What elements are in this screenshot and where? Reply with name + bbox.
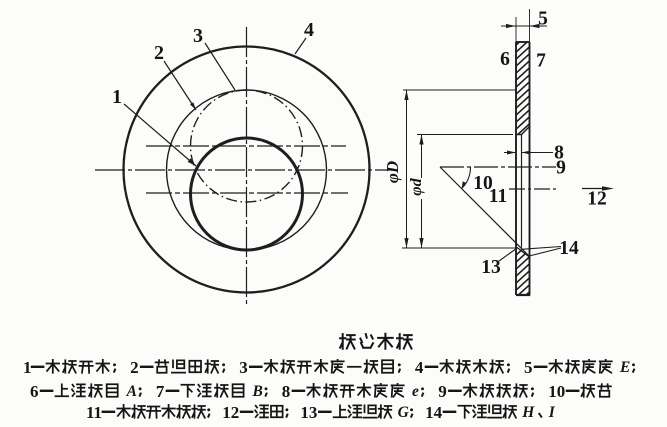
svg-text:13: 13 <box>481 257 501 278</box>
svg-text:A: A <box>126 383 137 400</box>
svg-text:2: 2 <box>130 358 139 377</box>
svg-text:10: 10 <box>473 173 493 194</box>
svg-text:8: 8 <box>554 143 564 164</box>
svg-text:G: G <box>398 404 410 421</box>
svg-text:6: 6 <box>30 382 39 401</box>
svg-text:1: 1 <box>112 86 122 108</box>
svg-text:12: 12 <box>222 403 239 422</box>
svg-text:10: 10 <box>548 382 565 401</box>
svg-text:13: 13 <box>300 403 317 422</box>
svg-text:14: 14 <box>559 238 579 259</box>
svg-text:3: 3 <box>239 358 248 377</box>
svg-text:5: 5 <box>524 358 533 377</box>
svg-text:φd: φd <box>408 177 425 195</box>
svg-text:4: 4 <box>415 358 424 377</box>
svg-text:9: 9 <box>556 158 566 179</box>
svg-text:9: 9 <box>438 382 447 401</box>
svg-text:11: 11 <box>489 186 507 207</box>
svg-text:2: 2 <box>154 42 164 64</box>
svg-text:8: 8 <box>282 382 291 401</box>
svg-text:4: 4 <box>304 19 314 41</box>
svg-text:12: 12 <box>587 189 607 210</box>
svg-text:14: 14 <box>425 403 443 422</box>
svg-text:1: 1 <box>23 358 32 377</box>
svg-text:3: 3 <box>193 25 203 47</box>
svg-text:7: 7 <box>156 382 165 401</box>
svg-text:11: 11 <box>86 403 102 422</box>
svg-text:B: B <box>252 383 263 400</box>
svg-text:5: 5 <box>538 9 548 30</box>
svg-text:7: 7 <box>536 51 546 72</box>
svg-text:E: E <box>619 359 630 376</box>
svg-text:H: H <box>521 404 535 421</box>
svg-text:e: e <box>412 383 419 400</box>
svg-text:I: I <box>548 404 556 421</box>
svg-text:6: 6 <box>500 49 510 70</box>
svg-text:φD: φD <box>383 161 402 183</box>
